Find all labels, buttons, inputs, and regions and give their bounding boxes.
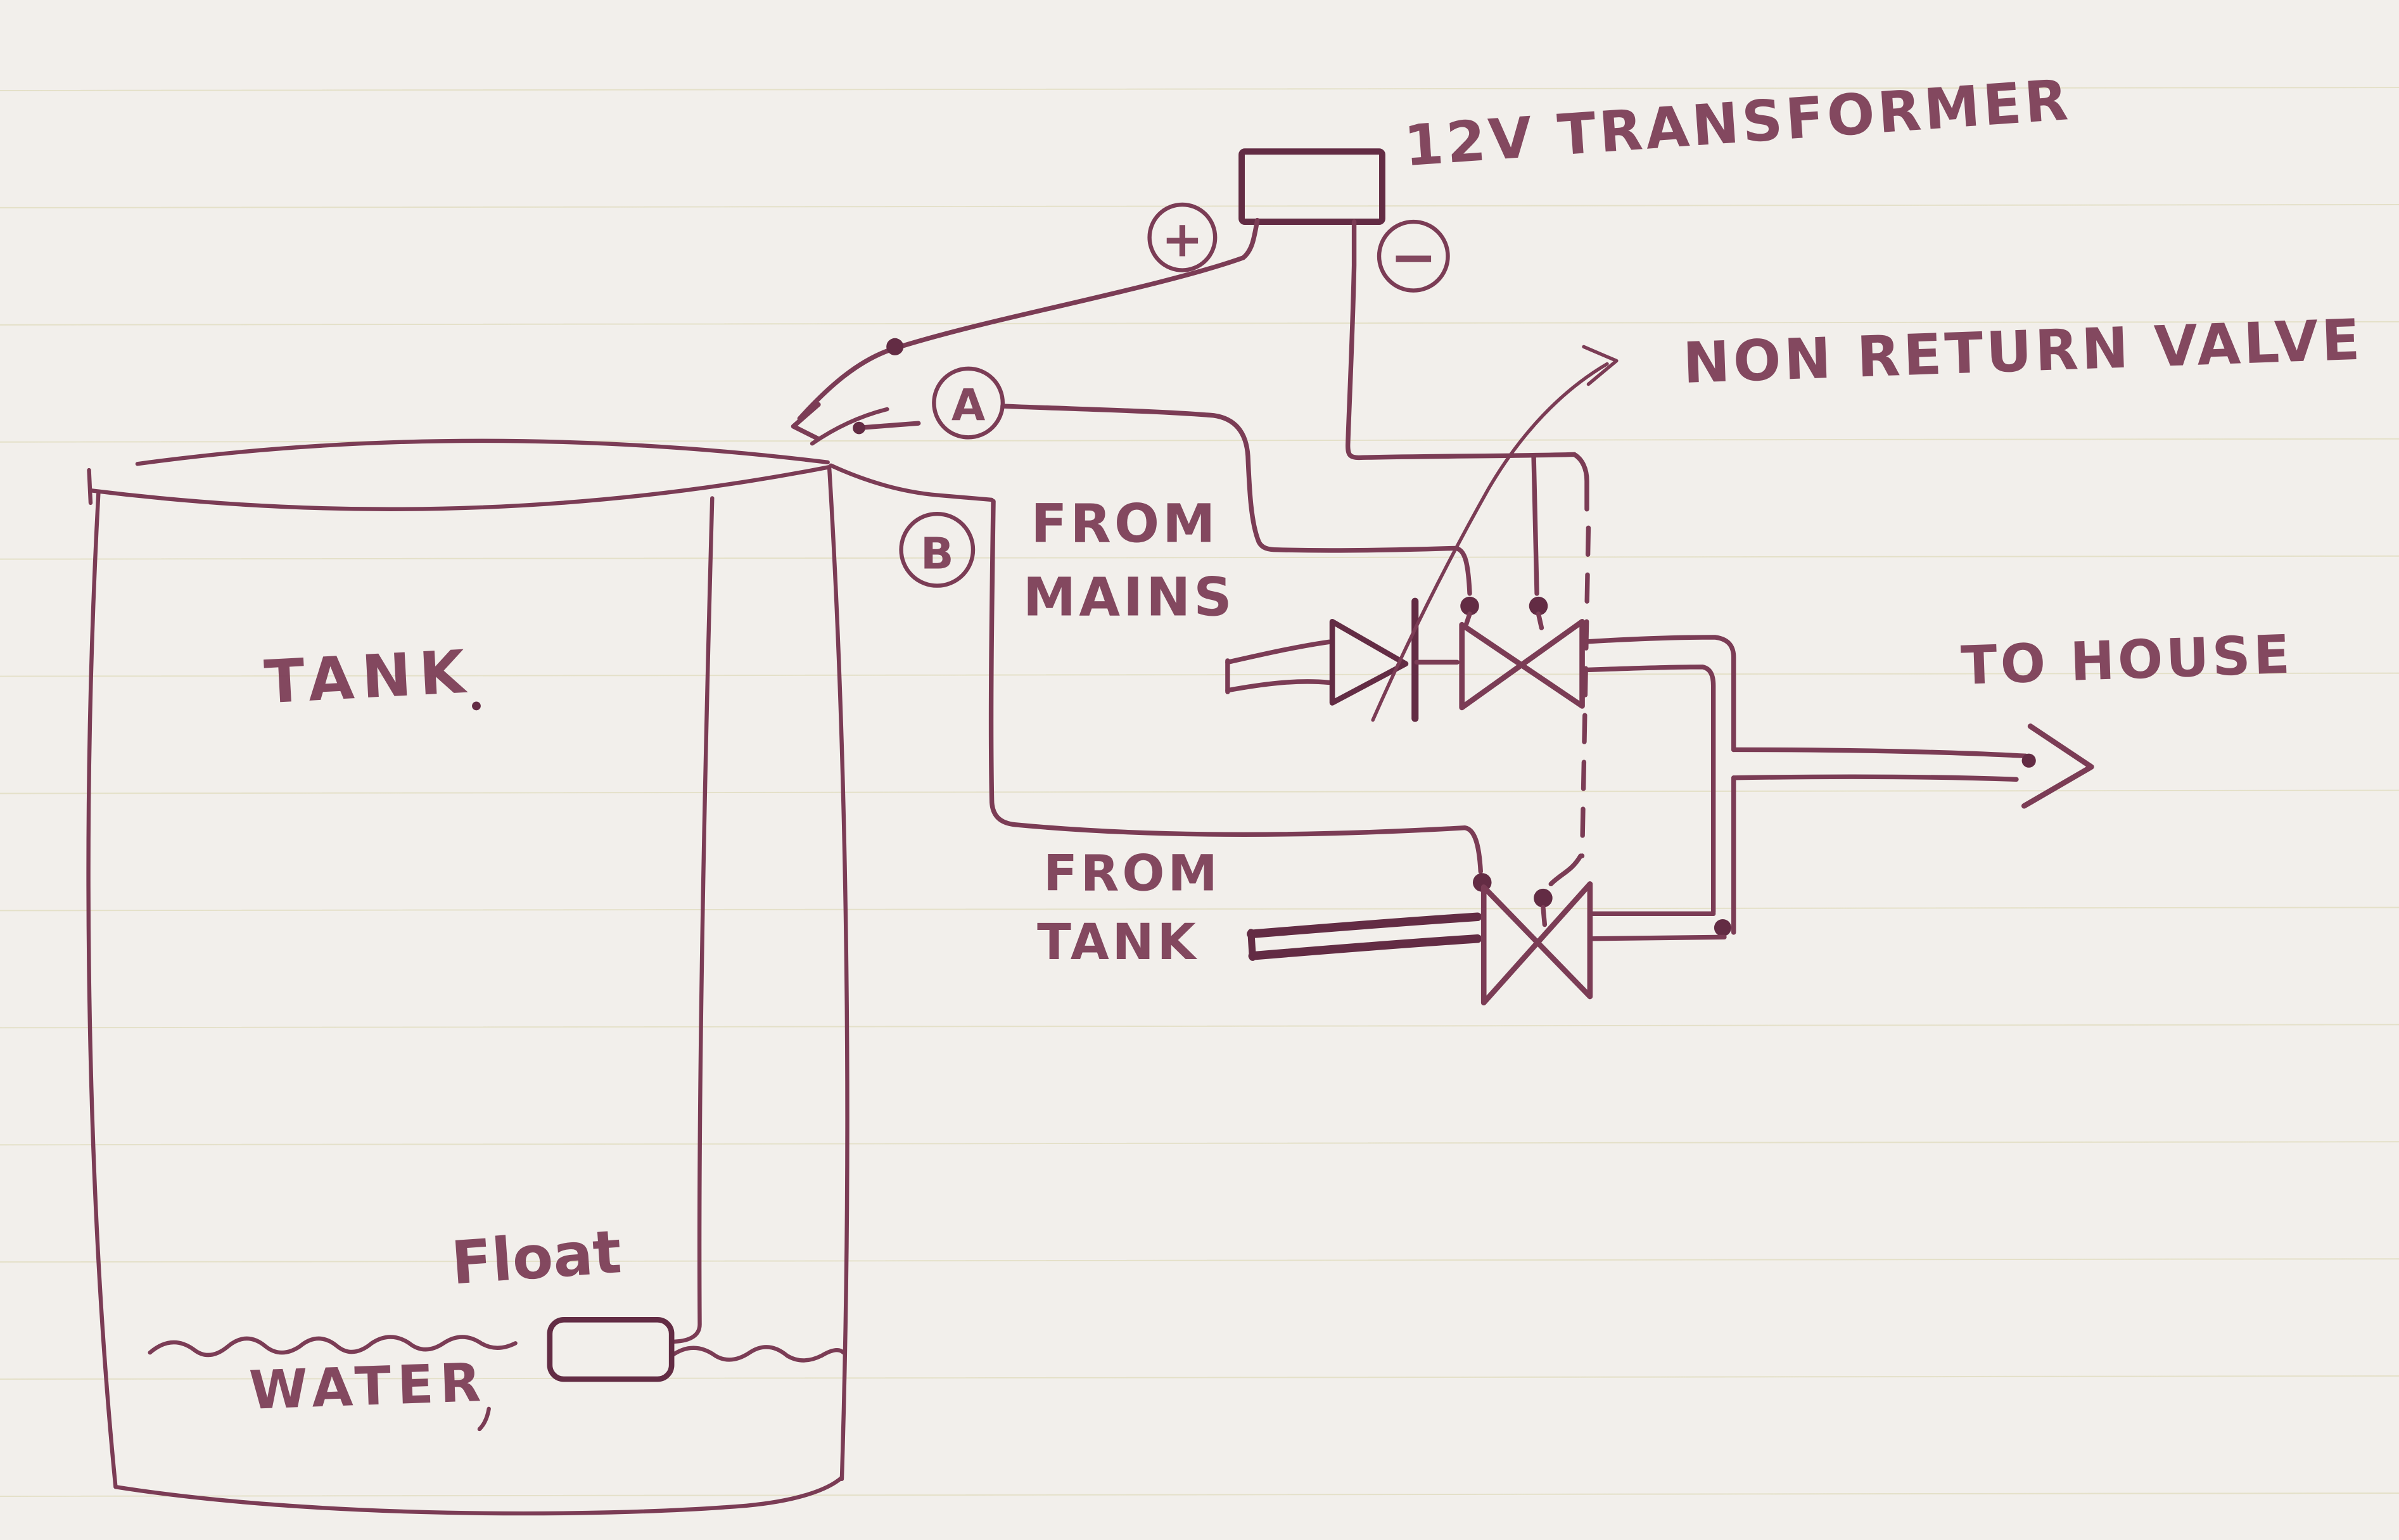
wire-plus-arrowhead-icon xyxy=(791,402,821,442)
ruled-line xyxy=(0,672,2399,677)
ruled-line xyxy=(0,555,2399,560)
ruled-line xyxy=(0,789,2399,794)
float-pipe xyxy=(669,496,715,1344)
ruled-line xyxy=(0,1141,2399,1146)
tank-rim-upper xyxy=(135,438,830,466)
ruled-line xyxy=(0,1492,2399,1497)
dashed-link-squiggle xyxy=(1548,853,1583,887)
wire-b-entry-curve xyxy=(829,463,994,502)
paper-ruled-lines xyxy=(0,87,2399,1497)
ruled-line xyxy=(0,1375,2399,1380)
mains-valve-terminal-dot-right xyxy=(1529,596,1548,616)
solenoid-valve-mains-icon xyxy=(1459,618,1585,711)
tank-label-period-dot xyxy=(472,701,481,711)
tank-label: TANK xyxy=(263,637,475,717)
from-tank-label-line1: FROM xyxy=(1043,844,1221,902)
wire-a xyxy=(1000,404,1472,596)
house-outlet-group: TO HOUSE xyxy=(1731,623,2294,809)
arrow-base-blob xyxy=(2021,753,2036,768)
ruled-line xyxy=(0,1024,2399,1029)
water-label-comma xyxy=(477,1406,491,1432)
wire-minus-corner-stub xyxy=(1572,452,1589,512)
tank-valve-terminal-dot-right xyxy=(1534,888,1553,908)
tank-group: TANK Float WATER xyxy=(86,438,850,1516)
wire-minus-drop xyxy=(1531,455,1539,596)
tank-bottom xyxy=(113,1475,844,1516)
wire-minus xyxy=(1346,219,1577,461)
from-mains-label-line2: MAINS xyxy=(1023,566,1235,628)
manifold-outer-upper xyxy=(1579,635,1736,753)
transformer-group: 12V TRANSFORMER + − xyxy=(1147,67,2073,293)
house-pipe-upper xyxy=(1731,747,2028,759)
solenoid-valve-mains-terminal-posts xyxy=(1462,611,1544,630)
annotation-curve xyxy=(1371,362,1609,722)
tank-pipe-upper xyxy=(1247,912,1482,939)
float-label: Float xyxy=(449,1218,623,1298)
ruled-line xyxy=(0,87,2399,91)
tank-right-wall xyxy=(827,466,850,1482)
tank-rim-lower xyxy=(88,464,832,511)
dashed-link-wire xyxy=(1579,525,1591,858)
house-pipe-lower xyxy=(1731,774,2019,782)
mains-pipe-upper xyxy=(1225,639,1332,665)
annotation-arrowhead-icon xyxy=(1582,345,1619,386)
water-line-left xyxy=(148,1335,518,1358)
from-tank-label-line2: TANK xyxy=(1037,913,1199,971)
plus-terminal-circle xyxy=(1147,202,1218,272)
wire-b-label-circle xyxy=(899,511,976,588)
to-house-arrowhead-icon xyxy=(2021,723,2094,809)
junction-dot xyxy=(886,338,904,355)
tank-line-group xyxy=(1247,881,1727,1006)
mains-line-group xyxy=(1225,597,1736,937)
tank-valve-terminal-post xyxy=(1541,905,1548,927)
transformer-label: 12V TRANSFORMER xyxy=(1402,67,2073,179)
to-house-label: TO HOUSE xyxy=(1960,623,2294,697)
wire-a-label-circle xyxy=(932,366,1005,440)
tank-pipe-end-cap xyxy=(1247,929,1256,961)
tank-left-wall xyxy=(86,491,118,1489)
check-valve-triangle-icon xyxy=(1329,618,1409,706)
wire-a-entry-curve xyxy=(810,407,889,446)
wire-b-label: B xyxy=(920,528,954,579)
wire-plus xyxy=(797,217,1260,421)
float-switch-contact-dash xyxy=(855,421,921,431)
ruled-line xyxy=(0,907,2399,912)
wiring-group: A B xyxy=(791,217,1591,892)
transformer-box xyxy=(1238,148,1385,226)
tank-pipe-lower xyxy=(1248,934,1482,960)
from-mains-label-line1: FROM xyxy=(1031,493,1218,555)
ruled-line xyxy=(0,438,2399,443)
float-box xyxy=(547,1317,675,1382)
water-line-right xyxy=(669,1345,846,1363)
wire-a-label: A xyxy=(951,380,986,431)
mains-valve-terminal-dot-left xyxy=(1460,596,1479,616)
tank-outlet-lower xyxy=(1588,934,1727,941)
tank-rim-left-tick xyxy=(87,468,93,506)
contact-blob xyxy=(853,421,865,435)
minus-terminal-circle xyxy=(1377,219,1450,293)
mains-pipe-lower xyxy=(1225,679,1332,693)
non-return-valve-label: NON RETURN VALVE xyxy=(1682,307,2364,396)
manifold-bottom-junction-blob xyxy=(1714,919,1732,937)
plus-sign: + xyxy=(1161,210,1203,268)
water-label: WATER xyxy=(248,1351,488,1422)
minus-sign: − xyxy=(1390,224,1437,290)
wire-b xyxy=(988,499,1483,874)
manifold-inner xyxy=(1579,665,1716,915)
ruled-line xyxy=(0,203,2399,208)
ruled-line xyxy=(0,321,2399,326)
ruled-line xyxy=(0,1258,2399,1263)
